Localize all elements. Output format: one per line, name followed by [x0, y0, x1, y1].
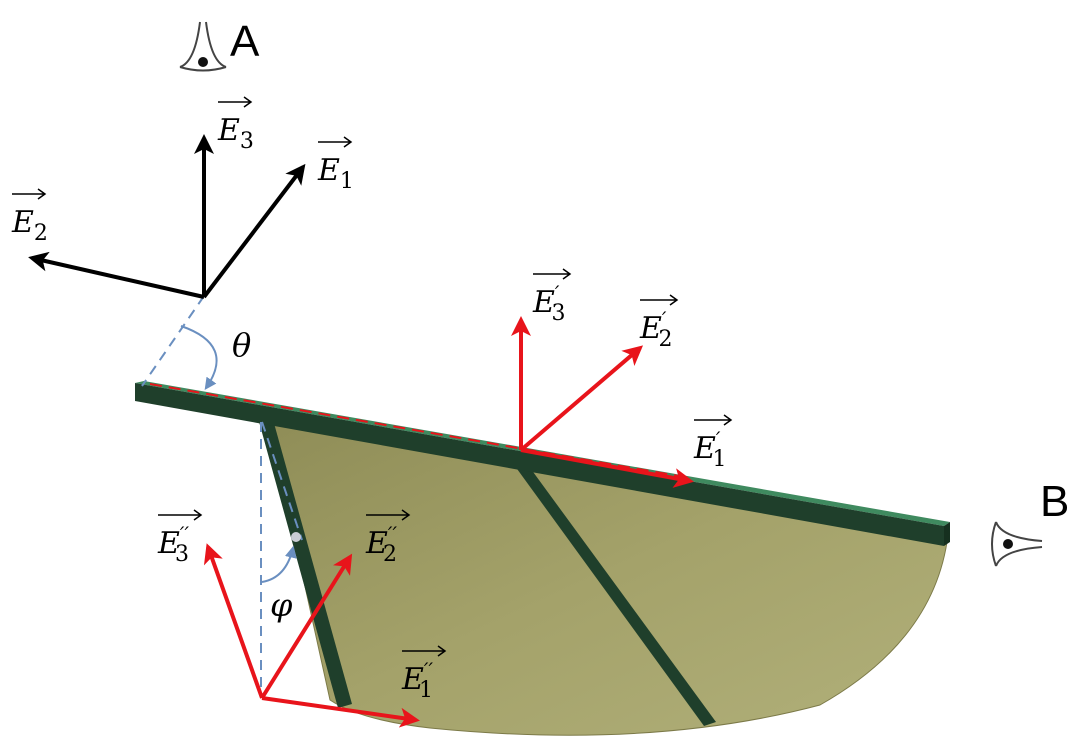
label-e3-prime: E′3 [532, 268, 572, 326]
label-e2: E2 [11, 188, 48, 246]
label-e2-double-prime: E′′2 [365, 509, 411, 567]
label-e2-prime: E′2 [639, 294, 679, 352]
viewer-b-label: B [1040, 477, 1069, 526]
vector-e2-double-prime-arrow [260, 553, 353, 700]
vector-e1-arrow [202, 163, 306, 299]
svg-text:E1: E1 [317, 153, 354, 194]
vector-e2-arrow [28, 251, 205, 299]
theta-guide-line [141, 295, 205, 387]
svg-text:E′′3: E′′3 [157, 522, 189, 567]
theta-label: θ [232, 326, 251, 364]
svg-text:E′3: E′3 [532, 281, 565, 326]
label-e1-double-prime: E′′1 [401, 645, 447, 703]
eye-icon [179, 21, 227, 72]
label-e3-double-prime: E′′3 [157, 509, 203, 567]
viewer-a-label: A [230, 17, 260, 66]
eye-icon [991, 521, 1043, 567]
hinge-point [291, 532, 301, 542]
vector-e2-prime-arrow [519, 345, 644, 452]
vector-e3-double-prime-arrow [203, 543, 264, 699]
svg-text:E3: E3 [217, 113, 254, 154]
svg-text:E′1: E′1 [693, 427, 726, 472]
label-e1: E1 [317, 136, 354, 194]
svg-text:E′′2: E′′2 [365, 522, 397, 567]
svg-text:E2: E2 [11, 205, 48, 246]
viewer-a: A [179, 17, 260, 72]
svg-text:E′′1: E′′1 [401, 658, 433, 703]
strut-beam [258, 416, 352, 708]
vector-e1-double-prime-arrow [261, 696, 420, 728]
beam-axis-dashed [149, 383, 691, 479]
theta-arc [180, 325, 218, 390]
panel-rib [512, 462, 716, 726]
label-e3: E3 [217, 96, 254, 154]
vector-e1-prime-arrow [520, 448, 694, 488]
viewer-b: B [991, 477, 1069, 567]
label-e1-prime: E′1 [693, 414, 733, 472]
phi-arc [261, 545, 297, 583]
phi-tilted-guide [261, 421, 303, 541]
phi-label: φ [270, 586, 293, 624]
svg-text:E′2: E′2 [639, 307, 672, 352]
